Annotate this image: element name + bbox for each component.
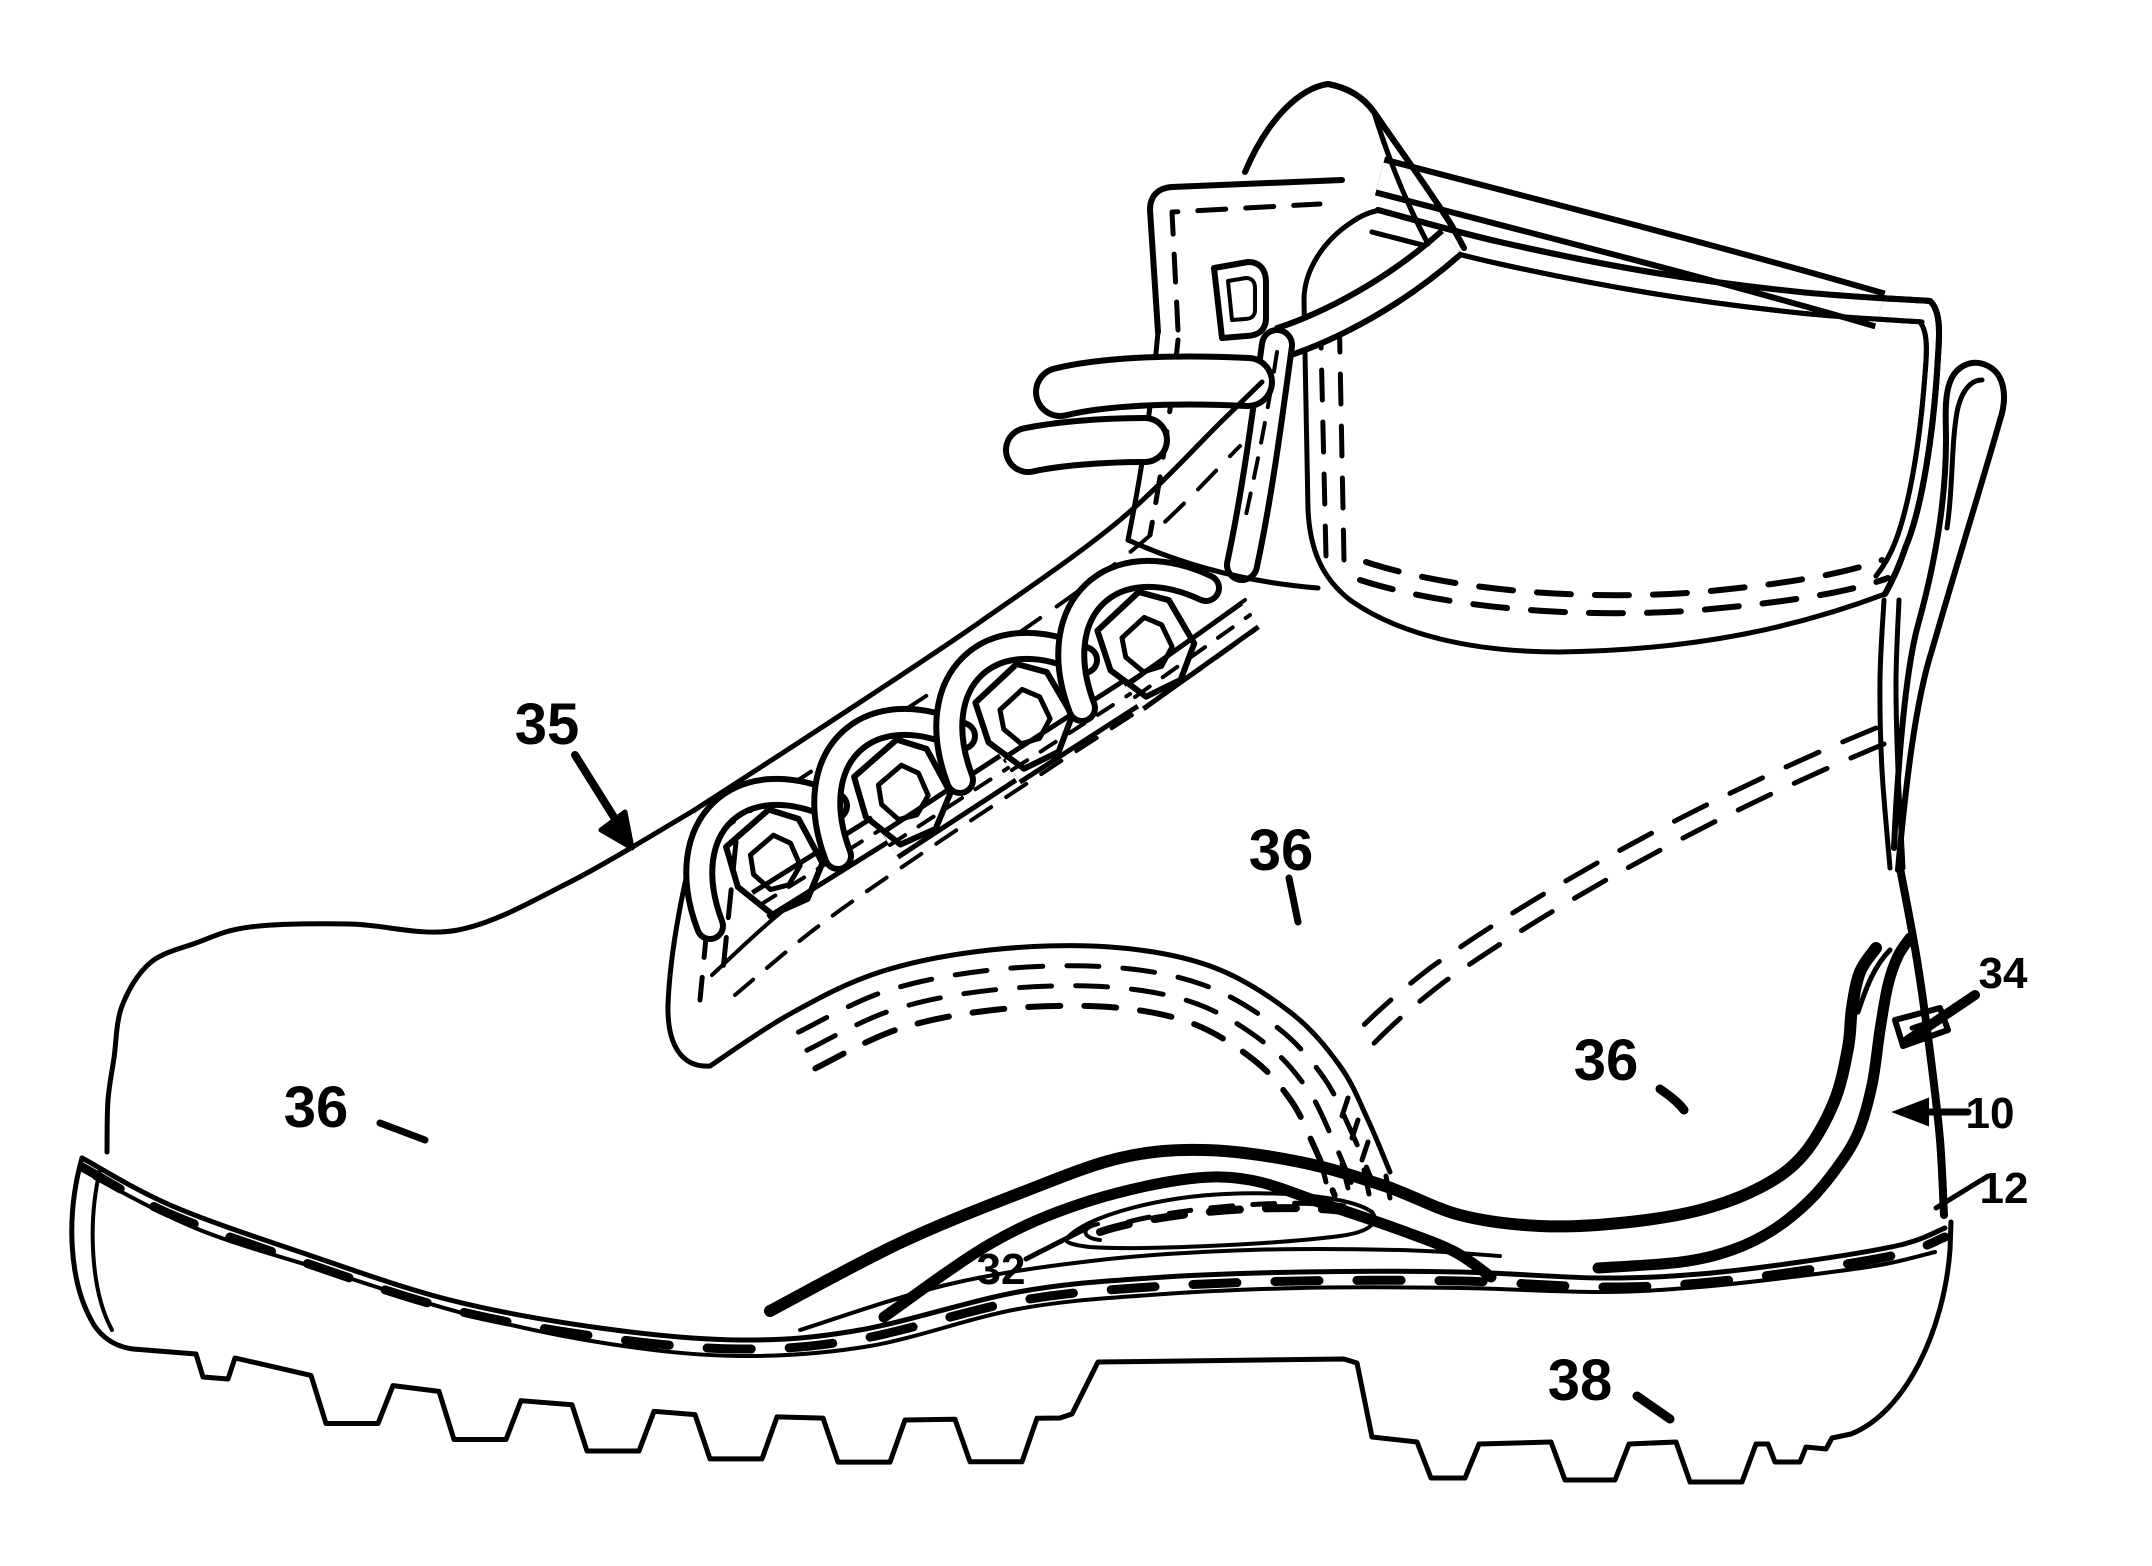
- svg-text:10: 10: [1966, 1089, 2015, 1138]
- svg-text:35: 35: [515, 692, 580, 757]
- svg-text:34: 34: [1979, 949, 2028, 998]
- svg-text:36: 36: [1574, 1028, 1639, 1093]
- svg-text:12: 12: [1980, 1164, 2029, 1213]
- svg-text:36: 36: [1249, 818, 1314, 883]
- svg-text:32: 32: [977, 1245, 1026, 1294]
- svg-text:38: 38: [1548, 1348, 1613, 1413]
- svg-text:36: 36: [284, 1075, 349, 1140]
